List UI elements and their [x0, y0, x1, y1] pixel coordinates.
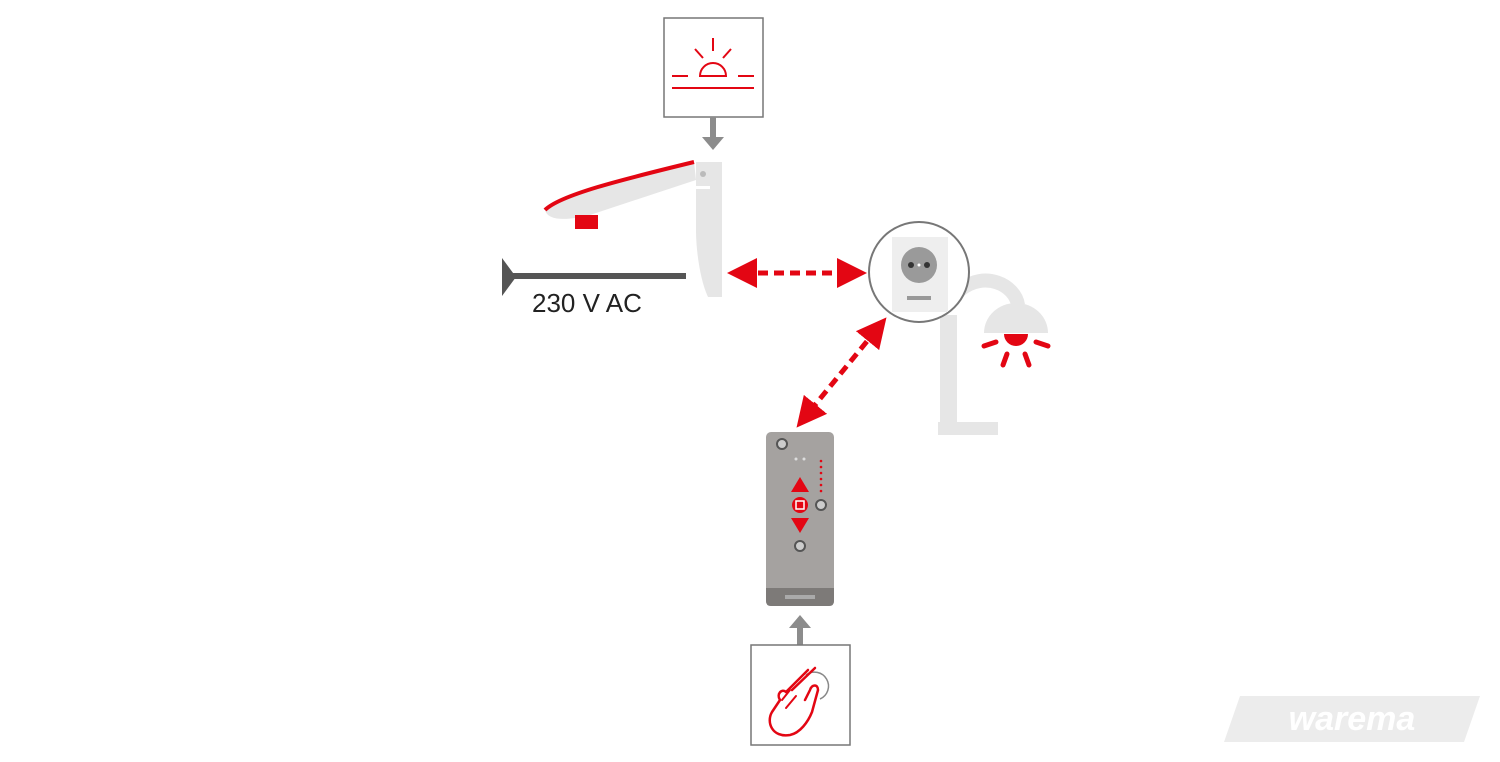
- arrow-up-icon: [789, 615, 811, 646]
- logo-text: warema: [1289, 700, 1416, 738]
- radio-link-socket-remote: [796, 317, 887, 428]
- hand-press-icon: [768, 666, 830, 737]
- arrow-down-icon: [702, 117, 724, 150]
- socket-actuator: [868, 221, 970, 323]
- power-line: [502, 258, 686, 296]
- manual-input-box: [750, 644, 851, 746]
- warema-logo: warema: [1224, 696, 1480, 742]
- sun-icon: [672, 38, 754, 89]
- power-label: 230 V AC: [532, 288, 642, 318]
- awning-icon: [543, 160, 722, 297]
- power-socket-icon: [901, 247, 937, 283]
- sun-sensor-box: [663, 17, 764, 118]
- remote-control-icon: [766, 432, 834, 606]
